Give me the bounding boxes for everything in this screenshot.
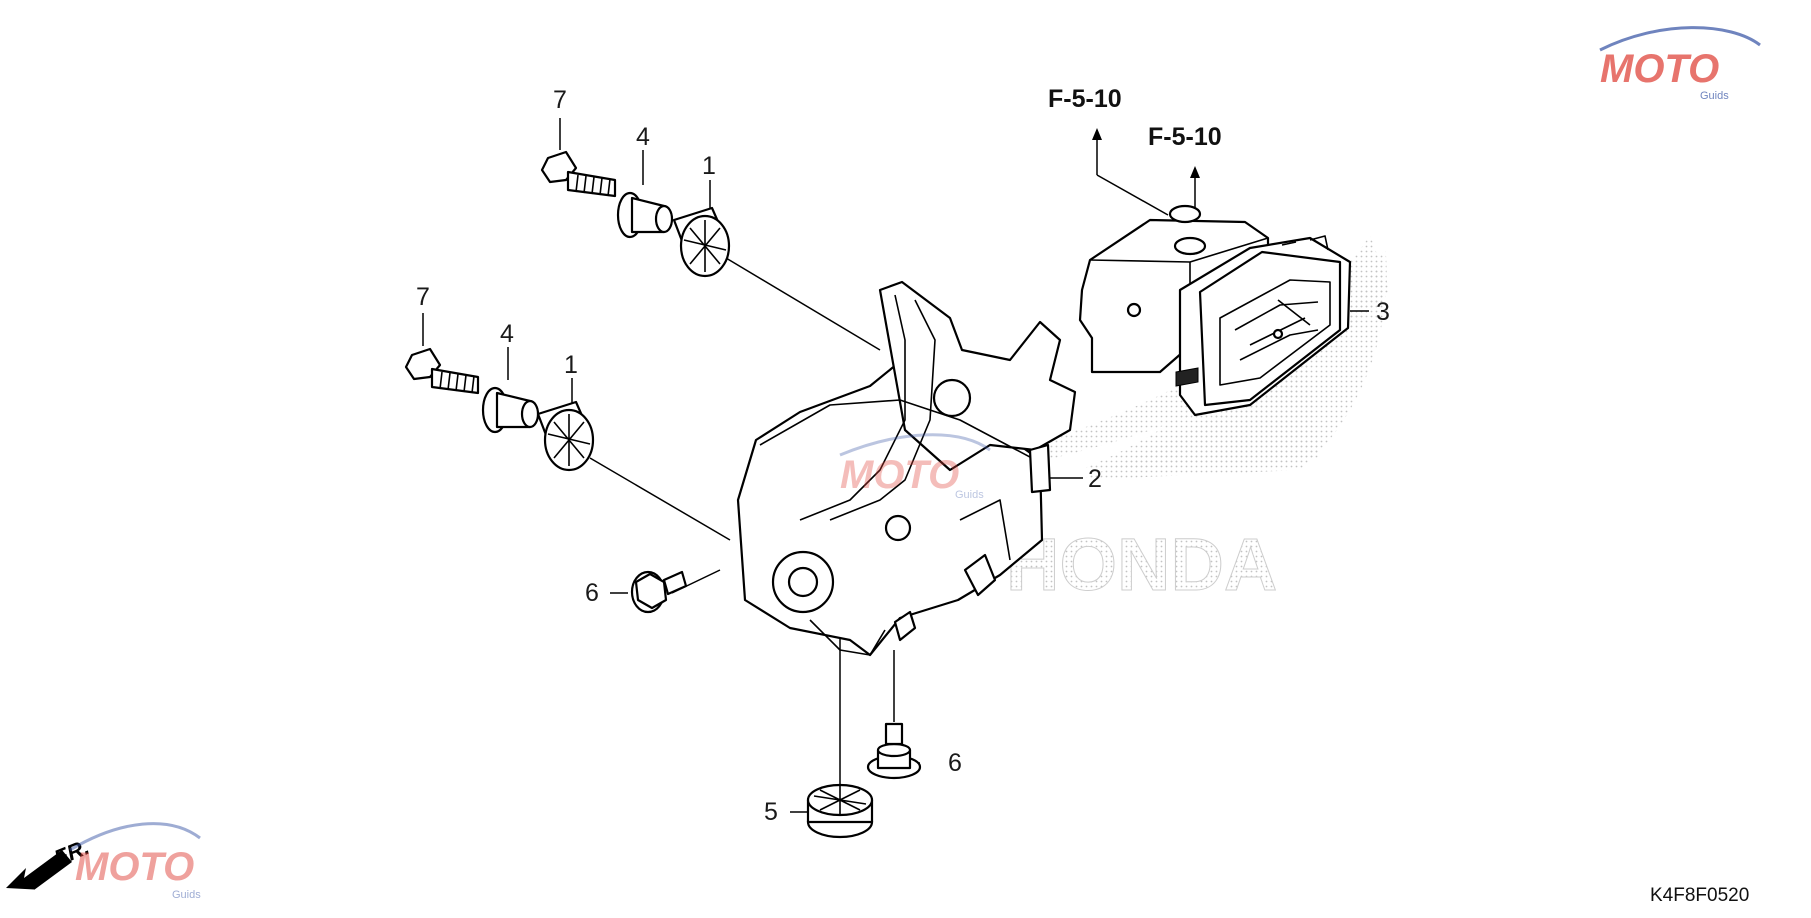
screw-left (630, 570, 688, 614)
moto-logo-center: MOTO Guids (839, 433, 991, 501)
bolt-upper (540, 150, 617, 198)
callout-bolt-lower: 7 (416, 283, 430, 311)
grommet-bottom (806, 783, 874, 839)
collar-lower (481, 386, 540, 434)
ref-label-lower[interactable]: F-5-10 (1148, 123, 1222, 151)
abs-modulator (1078, 204, 1352, 417)
callout-screw-left: 6 (585, 579, 599, 607)
moto-logo-bottom-brand: MOTO (75, 845, 194, 889)
bolt-lower (404, 347, 480, 395)
callout-bracket: 2 (1088, 465, 1102, 493)
callout-screw-bottom: 6 (948, 749, 962, 777)
callout-grommet-lower: 1 (564, 351, 578, 379)
callout-collar-lower: 4 (500, 320, 514, 348)
callouts: 7 4 1 7 4 1 3 2 6 6 5 (416, 86, 1390, 826)
grommet-lower (536, 400, 595, 472)
screw-bottom (866, 722, 922, 780)
moto-logo-top-tagline: Guids (1700, 90, 1729, 102)
grommet-upper (672, 206, 731, 278)
moto-logo-top-brand: MOTO (1600, 47, 1719, 91)
callout-modulator: 3 (1376, 298, 1390, 326)
collar-upper (616, 191, 674, 239)
diagram-code: K4F8F0520 (1650, 885, 1749, 906)
honda-watermark-text: HONDA (1006, 523, 1277, 606)
callout-bolt-upper: 7 (553, 86, 567, 114)
moto-logo-top: MOTO Guids (1599, 26, 1761, 102)
moto-logo-center-brand: MOTO (840, 453, 959, 497)
leader-lines (422, 118, 1369, 813)
moto-logo-center-tagline: Guids (955, 489, 984, 501)
moto-logo-bottom: MOTO Guids (69, 822, 201, 901)
callout-grommet-upper: 1 (702, 152, 716, 180)
bracket (736, 280, 1077, 657)
moto-logo-bottom-tagline: Guids (172, 889, 201, 901)
callout-collar-upper: 4 (636, 123, 650, 151)
callout-grommet-bottom: 5 (764, 798, 778, 826)
ref-label-upper[interactable]: F-5-10 (1048, 85, 1122, 113)
